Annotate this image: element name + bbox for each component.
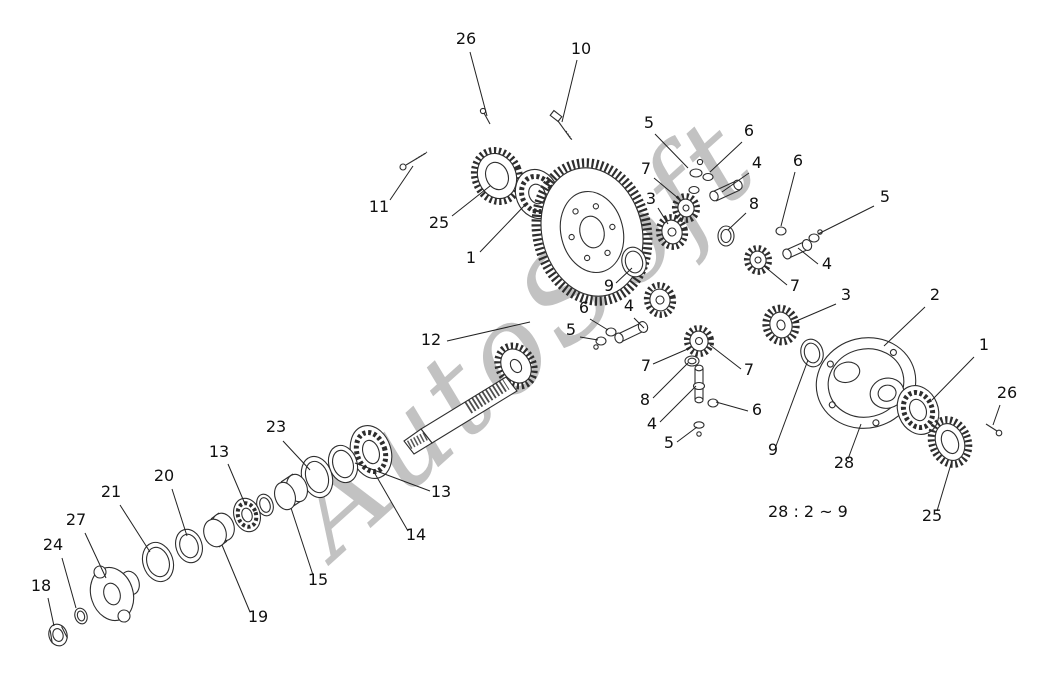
leader-lines [47, 51, 1001, 627]
callout-label: 18 [31, 576, 51, 595]
assembly-range-note: 28 : 2 ~ 9 [768, 502, 848, 521]
shim-washer-9-left [621, 246, 647, 278]
callout-label: 25 [429, 213, 449, 232]
callout-label: 5 [644, 113, 654, 132]
screw-11 [399, 151, 428, 171]
callout-label: 26 [456, 29, 476, 48]
callout-label: 5 [664, 433, 674, 452]
callout-label: 4 [752, 153, 762, 172]
callout-label: 5 [566, 320, 576, 339]
washer-24 [74, 607, 88, 625]
callout-label: 13 [209, 442, 229, 461]
callout-label: 6 [744, 121, 754, 140]
callout-label: 4 [822, 254, 832, 273]
callout-label: 6 [579, 298, 589, 317]
side-gear-3-right [762, 304, 800, 346]
callout-label: 5 [880, 187, 890, 206]
callout-label: 14 [406, 525, 426, 544]
spider-pinion-assembly-lower [683, 325, 719, 437]
callout-label: 23 [266, 417, 286, 436]
washer-20 [175, 528, 203, 564]
callout-label: 7 [790, 276, 800, 295]
callout-label: 1 [466, 248, 476, 267]
callout-label: 9 [768, 440, 778, 459]
side-gear-mid [643, 282, 677, 318]
callout-label: 24 [43, 535, 63, 554]
bearing-1-right [896, 385, 940, 435]
callout-label: 15 [308, 570, 328, 589]
drive-pinion-shaft-12 [403, 342, 538, 455]
callout-label: 25 [922, 506, 942, 525]
callout-label: 12 [421, 330, 441, 349]
callout-label: 27 [66, 510, 86, 529]
callout-label: 7 [641, 159, 651, 178]
callout-label: 8 [749, 194, 759, 213]
callout-label: 8 [640, 390, 650, 409]
nut-19 [203, 512, 235, 548]
bolt-10 [549, 109, 573, 141]
callout-label: 11 [369, 197, 389, 216]
callout-label: 4 [647, 414, 657, 433]
callout-label: 7 [744, 360, 754, 379]
callout-label: 21 [101, 482, 121, 501]
ring-21 [141, 541, 175, 583]
callout-label: 3 [646, 189, 656, 208]
callout-label: 6 [793, 151, 803, 170]
callout-label: 9 [604, 276, 614, 295]
callout-labels: 26 10 11 25 1 5 6 7 4 3 8 6 5 4 7 9 3 2 … [31, 29, 1017, 626]
input-flange-assembly [48, 425, 393, 647]
callout-label: 7 [641, 356, 651, 375]
callout-label: 4 [624, 296, 634, 315]
differential-case-2 [815, 337, 917, 429]
shim-washer-9-right [800, 338, 824, 368]
callout-label: 28 [834, 453, 854, 472]
callout-label: 6 [752, 400, 762, 419]
callout-label: 10 [571, 39, 591, 58]
ring-23 [300, 455, 334, 499]
bearing-13-outer [233, 497, 261, 533]
bearing-cup-25-left [470, 147, 524, 205]
callout-label: 2 [930, 285, 940, 304]
crown-wheel-gear [531, 158, 653, 306]
callout-label: 26 [997, 383, 1017, 402]
spider-shaft-assembly-right [743, 226, 823, 275]
spacer-15 [274, 473, 308, 511]
callout-label: 13 [431, 482, 451, 501]
callout-label: 19 [248, 607, 268, 626]
callout-label: 20 [154, 466, 174, 485]
callout-label: 1 [979, 335, 989, 354]
callout-label: 3 [841, 285, 851, 304]
bearing-cup-25-right [927, 416, 973, 468]
nut-18 [48, 623, 68, 647]
flange-yoke-27 [89, 565, 140, 623]
screw-26-right [985, 423, 1003, 437]
